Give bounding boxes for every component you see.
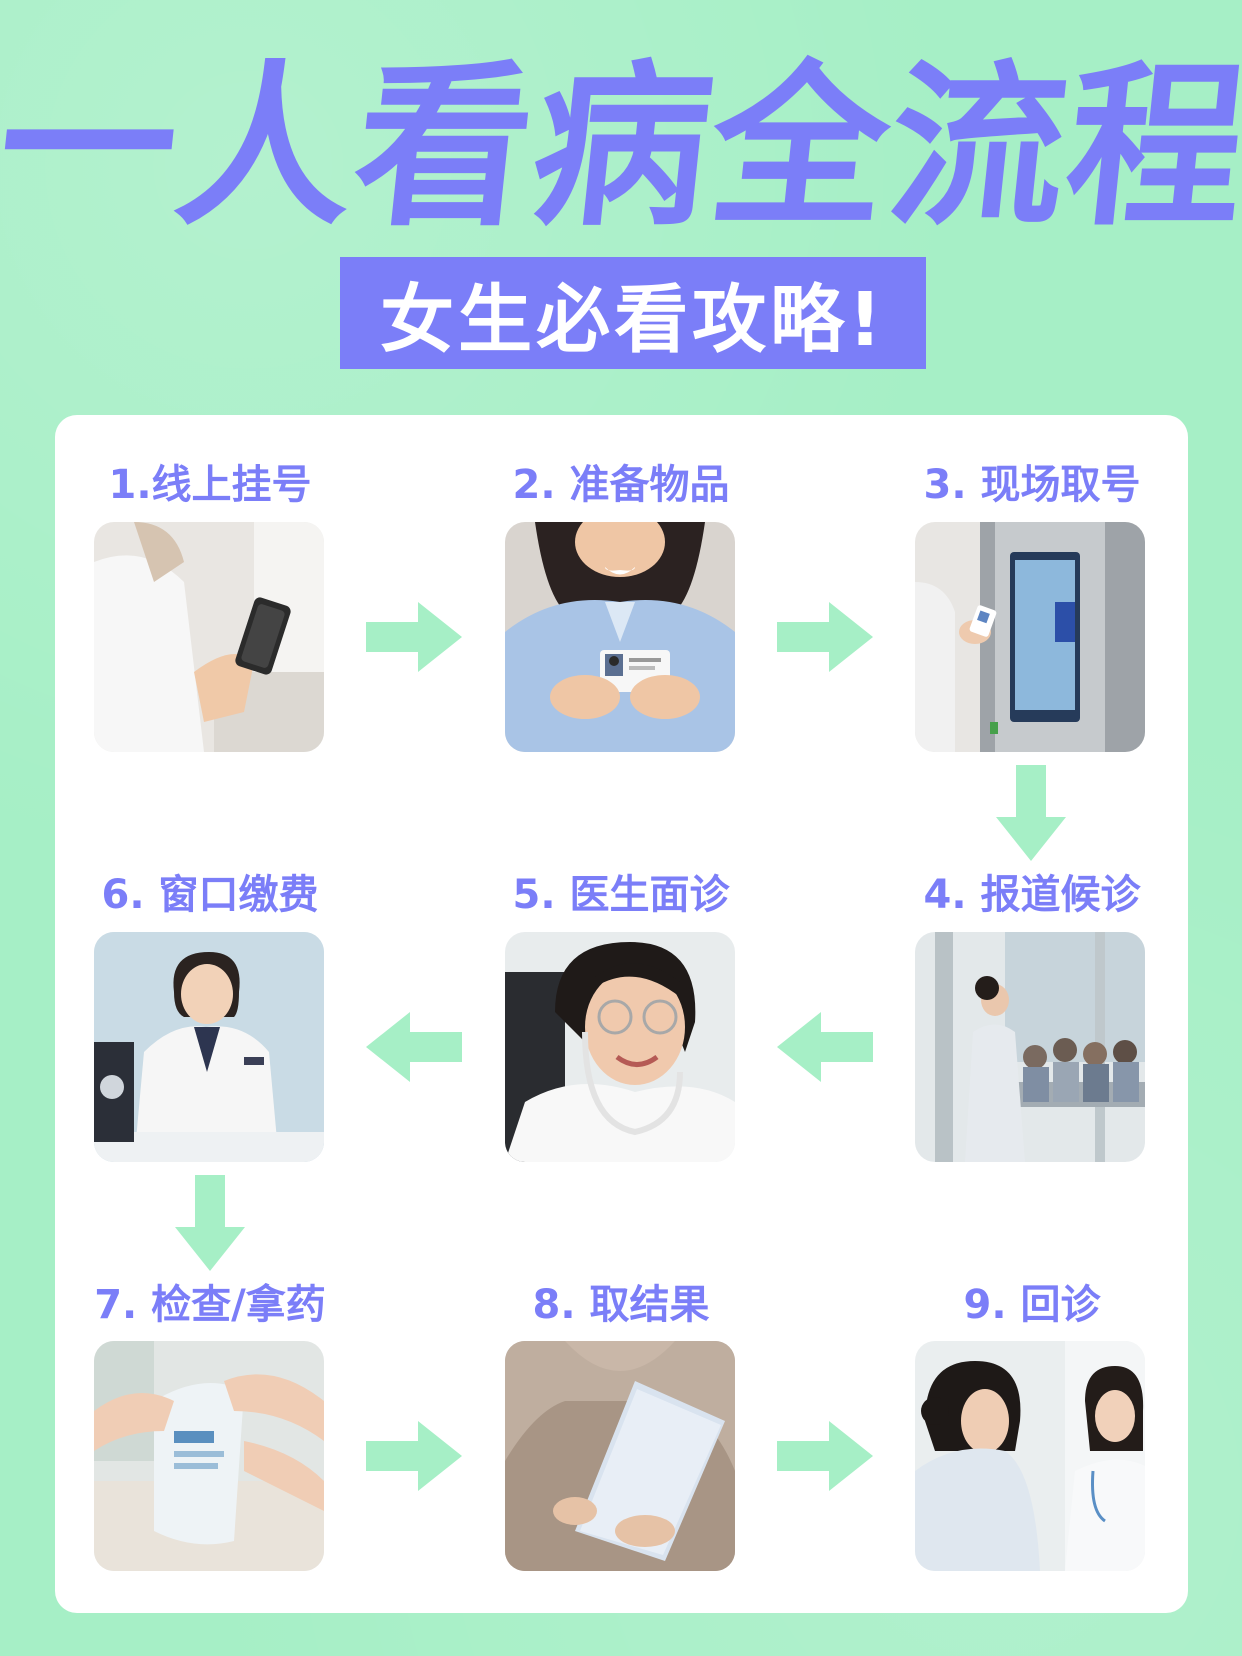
medicine-bag-photo	[94, 1341, 324, 1571]
step-8-label: 8. 取结果	[532, 1282, 710, 1328]
step-1-label: 1.线上挂号	[108, 462, 312, 508]
step-2-label: 2. 准备物品	[512, 462, 730, 508]
arrow-right-8-9	[777, 1421, 873, 1491]
arrow-right-7-8	[366, 1421, 462, 1491]
subtitle: 女生必看攻略!	[380, 276, 886, 363]
report-paper-photo	[505, 1341, 735, 1571]
id-card-photo	[505, 522, 735, 752]
arrow-left-4-5	[777, 1012, 873, 1082]
arrow-left-5-6	[366, 1012, 462, 1082]
ticket-kiosk-photo	[915, 522, 1145, 752]
step-4-label: 4. 报道候诊	[923, 872, 1141, 918]
phone-registration-photo	[94, 522, 324, 752]
arrow-right-1-2	[366, 602, 462, 672]
arrow-down-3-4	[996, 765, 1066, 861]
waiting-room-photo	[915, 932, 1145, 1162]
doctor-consultation-photo	[505, 932, 735, 1162]
page-title: 一人看病全流程	[0, 45, 1242, 250]
follow-up-visit-photo	[915, 1341, 1145, 1571]
subtitle-banner: 女生必看攻略!	[340, 257, 926, 369]
arrow-right-2-3	[777, 602, 873, 672]
arrow-down-6-7	[175, 1175, 245, 1271]
payment-window-photo	[94, 932, 324, 1162]
step-9-label: 9. 回诊	[963, 1282, 1101, 1328]
step-7-label: 7. 检查/拿药	[94, 1282, 326, 1328]
step-6-label: 6. 窗口缴费	[101, 872, 319, 918]
step-3-label: 3. 现场取号	[923, 462, 1141, 508]
step-5-label: 5. 医生面诊	[512, 872, 730, 918]
